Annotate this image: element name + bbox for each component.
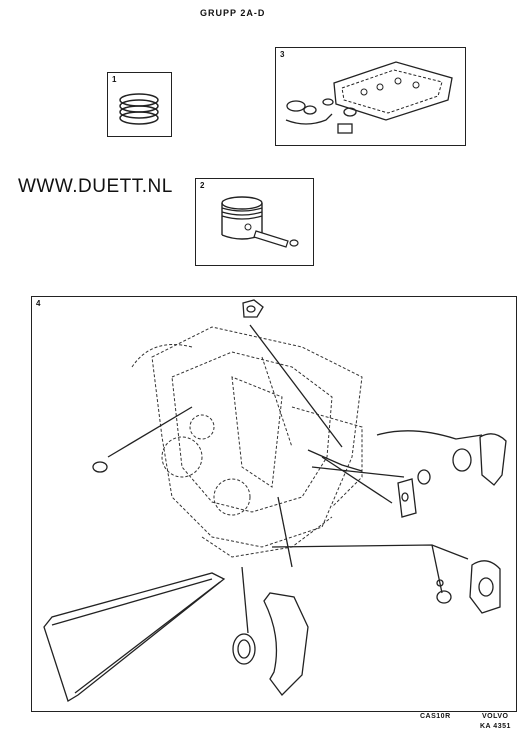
panel-number: 3: [280, 50, 285, 59]
panel-number: 4: [36, 299, 41, 308]
piston-rings-illustration: [119, 93, 159, 125]
watermark-url: WWW.DUETT.NL: [18, 176, 173, 197]
footer-code: CAS10R: [420, 713, 451, 720]
panel-gasket-set: 3: [275, 47, 466, 146]
page-title: GRUPP 2A-D: [200, 8, 266, 18]
engine-gasket-diagram: [43, 299, 507, 702]
gasket-set-illustration: [285, 61, 453, 134]
panel-piston-rings: 1: [107, 72, 172, 137]
piston-illustration: [221, 196, 299, 248]
panel-number: 2: [200, 181, 205, 190]
footer-ref: KA 4351: [480, 723, 511, 730]
footer-brand: VOLVO: [482, 713, 509, 720]
panel-engine-gaskets: 4: [31, 296, 517, 712]
panel-number: 1: [112, 75, 117, 84]
panel-piston: 2: [195, 178, 314, 266]
